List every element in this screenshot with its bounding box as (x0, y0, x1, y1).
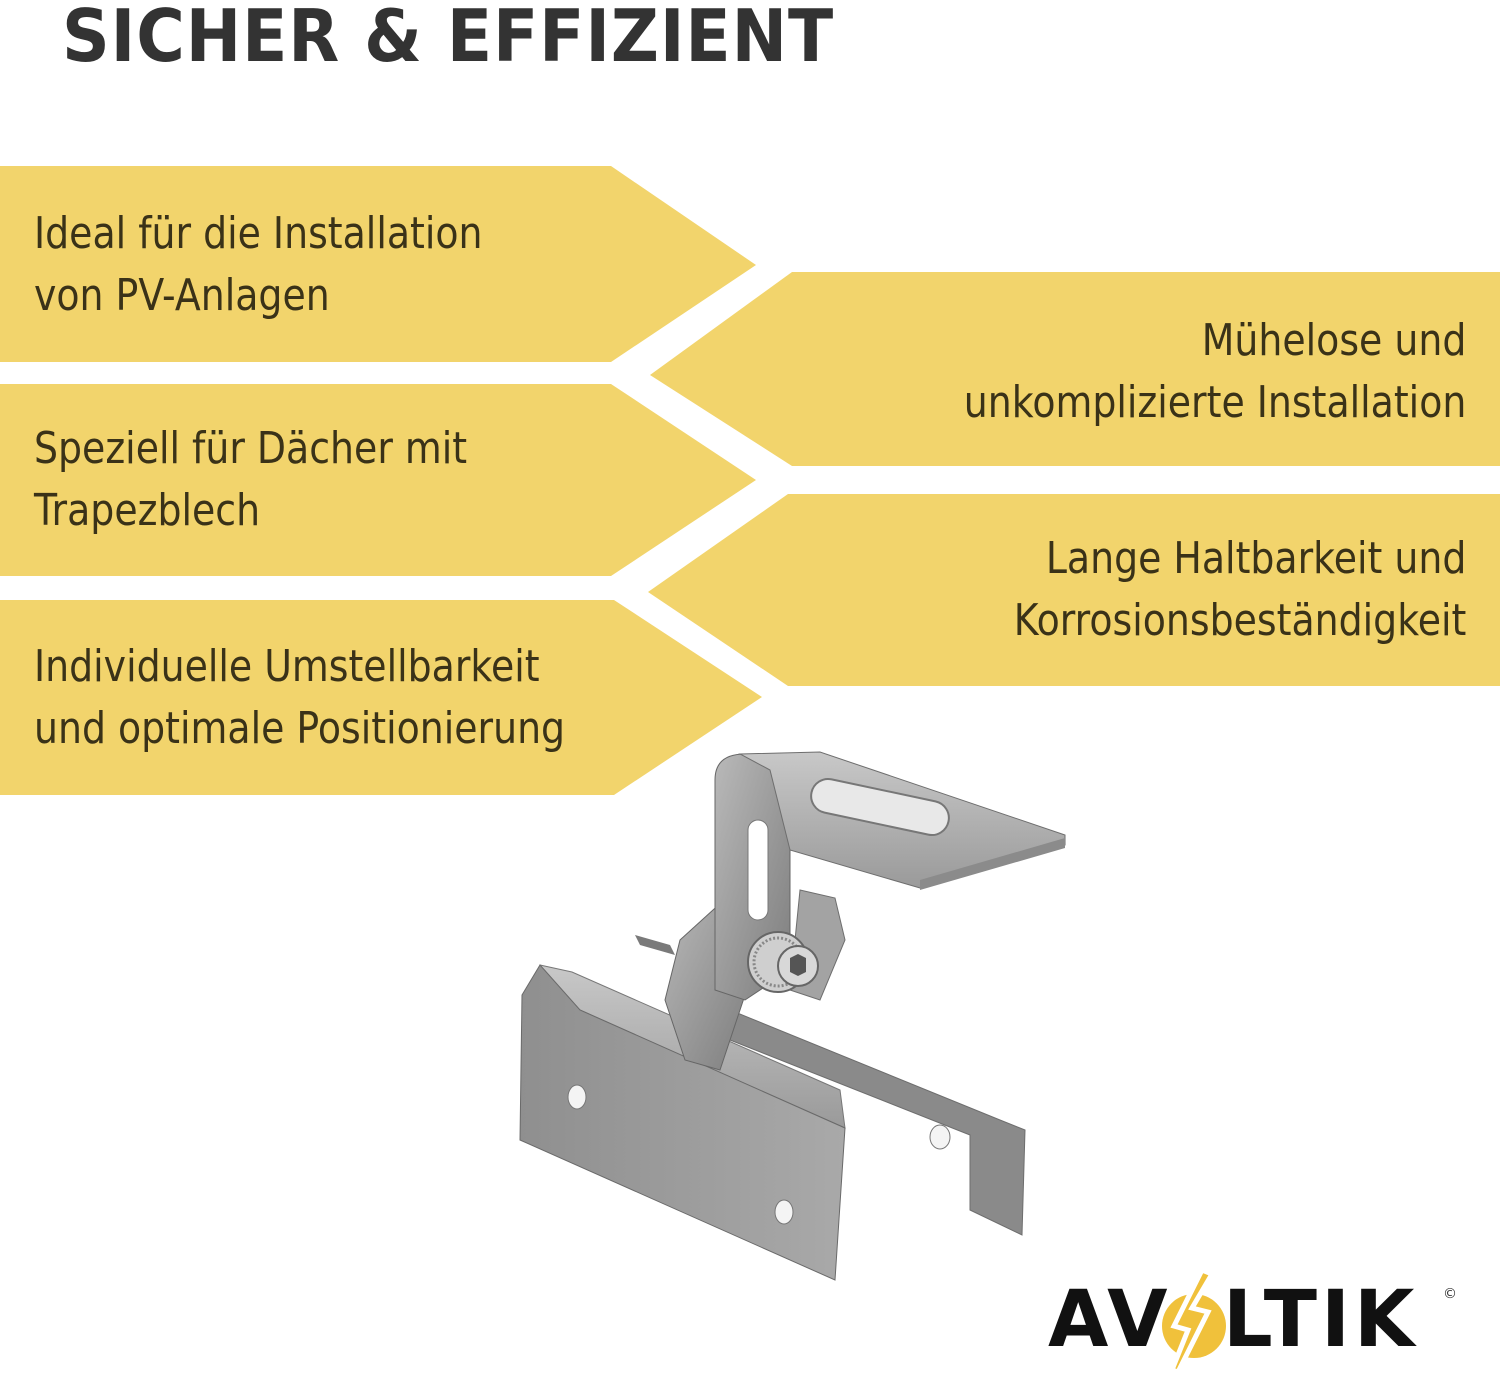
feature-banner-adjustability: Individuelle Umstellbarkeit und optimale… (0, 600, 762, 795)
feature-banner-easy-installation: Mühelose und unkomplizierte Installation (650, 272, 1500, 466)
lightning-bolt-icon (1162, 1268, 1226, 1376)
feature-text: Ideal für die Installation von PV-Anlage… (34, 208, 483, 321)
page-title: SICHER & EFFIZIENT (62, 0, 835, 78)
copyright-symbol: © (1443, 1286, 1457, 1302)
feature-text: Mühelose und unkomplizierte Installation (963, 315, 1466, 428)
feature-text: Lange Haltbarkeit und Korrosionsbeständi… (1013, 533, 1466, 646)
feature-banner-installation: Ideal für die Installation von PV-Anlage… (0, 166, 756, 362)
roof-hook-bracket-image (519, 751, 1066, 1281)
brand-name-part1: AV (1048, 1275, 1172, 1365)
feature-banner-durability: Lange Haltbarkeit und Korrosionsbeständi… (648, 494, 1500, 686)
feature-banner-trapezoidal-roofs: Speziell für Dächer mit Trapezblech (0, 384, 756, 576)
brand-name-part2: LTIK (1223, 1275, 1419, 1365)
feature-text: Speziell für Dächer mit Trapezblech (34, 423, 468, 536)
feature-text: Individuelle Umstellbarkeit und optimale… (34, 641, 566, 754)
brand-logo: AV LTIK © (1048, 1268, 1468, 1378)
